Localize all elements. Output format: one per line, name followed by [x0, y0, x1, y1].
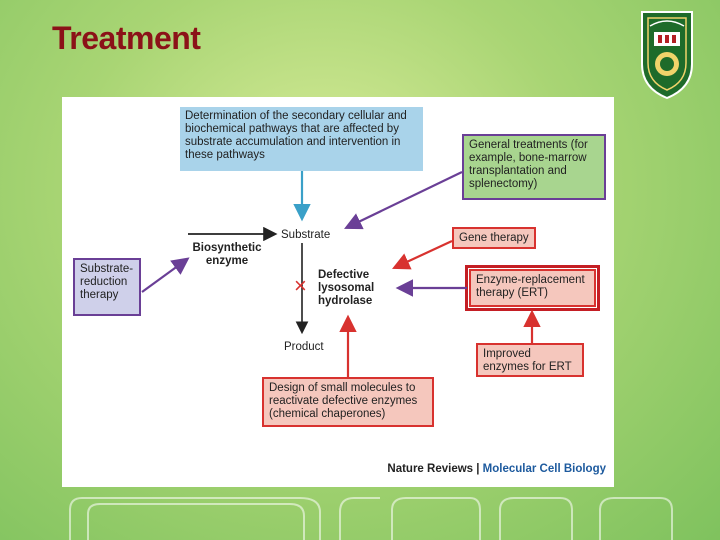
box-improved-enzymes: Improved enzymes for ERT	[476, 343, 584, 377]
box-small-molecules-text: Design of small molecules to reactivate …	[269, 382, 418, 420]
box-ert-text: Enzyme-replacement therapy (ERT)	[476, 274, 585, 299]
slide-title: Treatment	[52, 20, 201, 56]
box-secondary-pathways-text: Determination of the secondary cellular …	[185, 110, 407, 161]
box-small-molecules: Design of small molecules to reactivate …	[262, 377, 434, 427]
credit-journal: Nature Reviews	[387, 463, 474, 475]
box-gene-therapy: Gene therapy	[452, 227, 536, 249]
arrow-general-to-substrate	[344, 171, 463, 230]
arrow-substrate-reduction-to-enzyme	[141, 257, 190, 293]
credit-separator: |	[473, 463, 483, 475]
box-gene-therapy-text: Gene therapy	[459, 232, 529, 244]
box-general-treatments: General treatments (for example, bone-ma…	[462, 134, 606, 200]
block-mark-x: ×	[294, 273, 307, 298]
box-substrate-reduction-text: Substrate-reduction therapy	[80, 263, 134, 301]
label-biosynthetic-enzyme: Biosynthetic enzyme	[192, 242, 262, 267]
figure-credit: Nature Reviews | Molecular Cell Biology	[387, 463, 606, 475]
box-improved-enzymes-text: Improved enzymes for ERT	[483, 348, 572, 373]
arrow-gene-therapy-to-hydrolase	[392, 240, 453, 270]
diagram-arrows: ×	[141, 171, 541, 377]
box-enzyme-replacement-therapy: Enzyme-replacement therapy (ERT)	[465, 265, 600, 311]
credit-section: Molecular Cell Biology	[482, 463, 606, 475]
label-substrate: Substrate	[281, 229, 331, 241]
box-substrate-reduction: Substrate-reduction therapy	[73, 258, 141, 316]
footer-decoration	[69, 497, 673, 540]
university-crest-logo	[641, 11, 693, 100]
box-general-treatments-text: General treatments (for example, bone-ma…	[469, 139, 588, 190]
label-product: Product	[284, 341, 324, 353]
label-defective-hydrolase: Defective lysosomal hydrolase	[318, 269, 375, 307]
lysosomal-treatment-diagram: Determination of the secondary cellular …	[62, 97, 614, 487]
box-secondary-pathways: Determination of the secondary cellular …	[180, 107, 423, 171]
